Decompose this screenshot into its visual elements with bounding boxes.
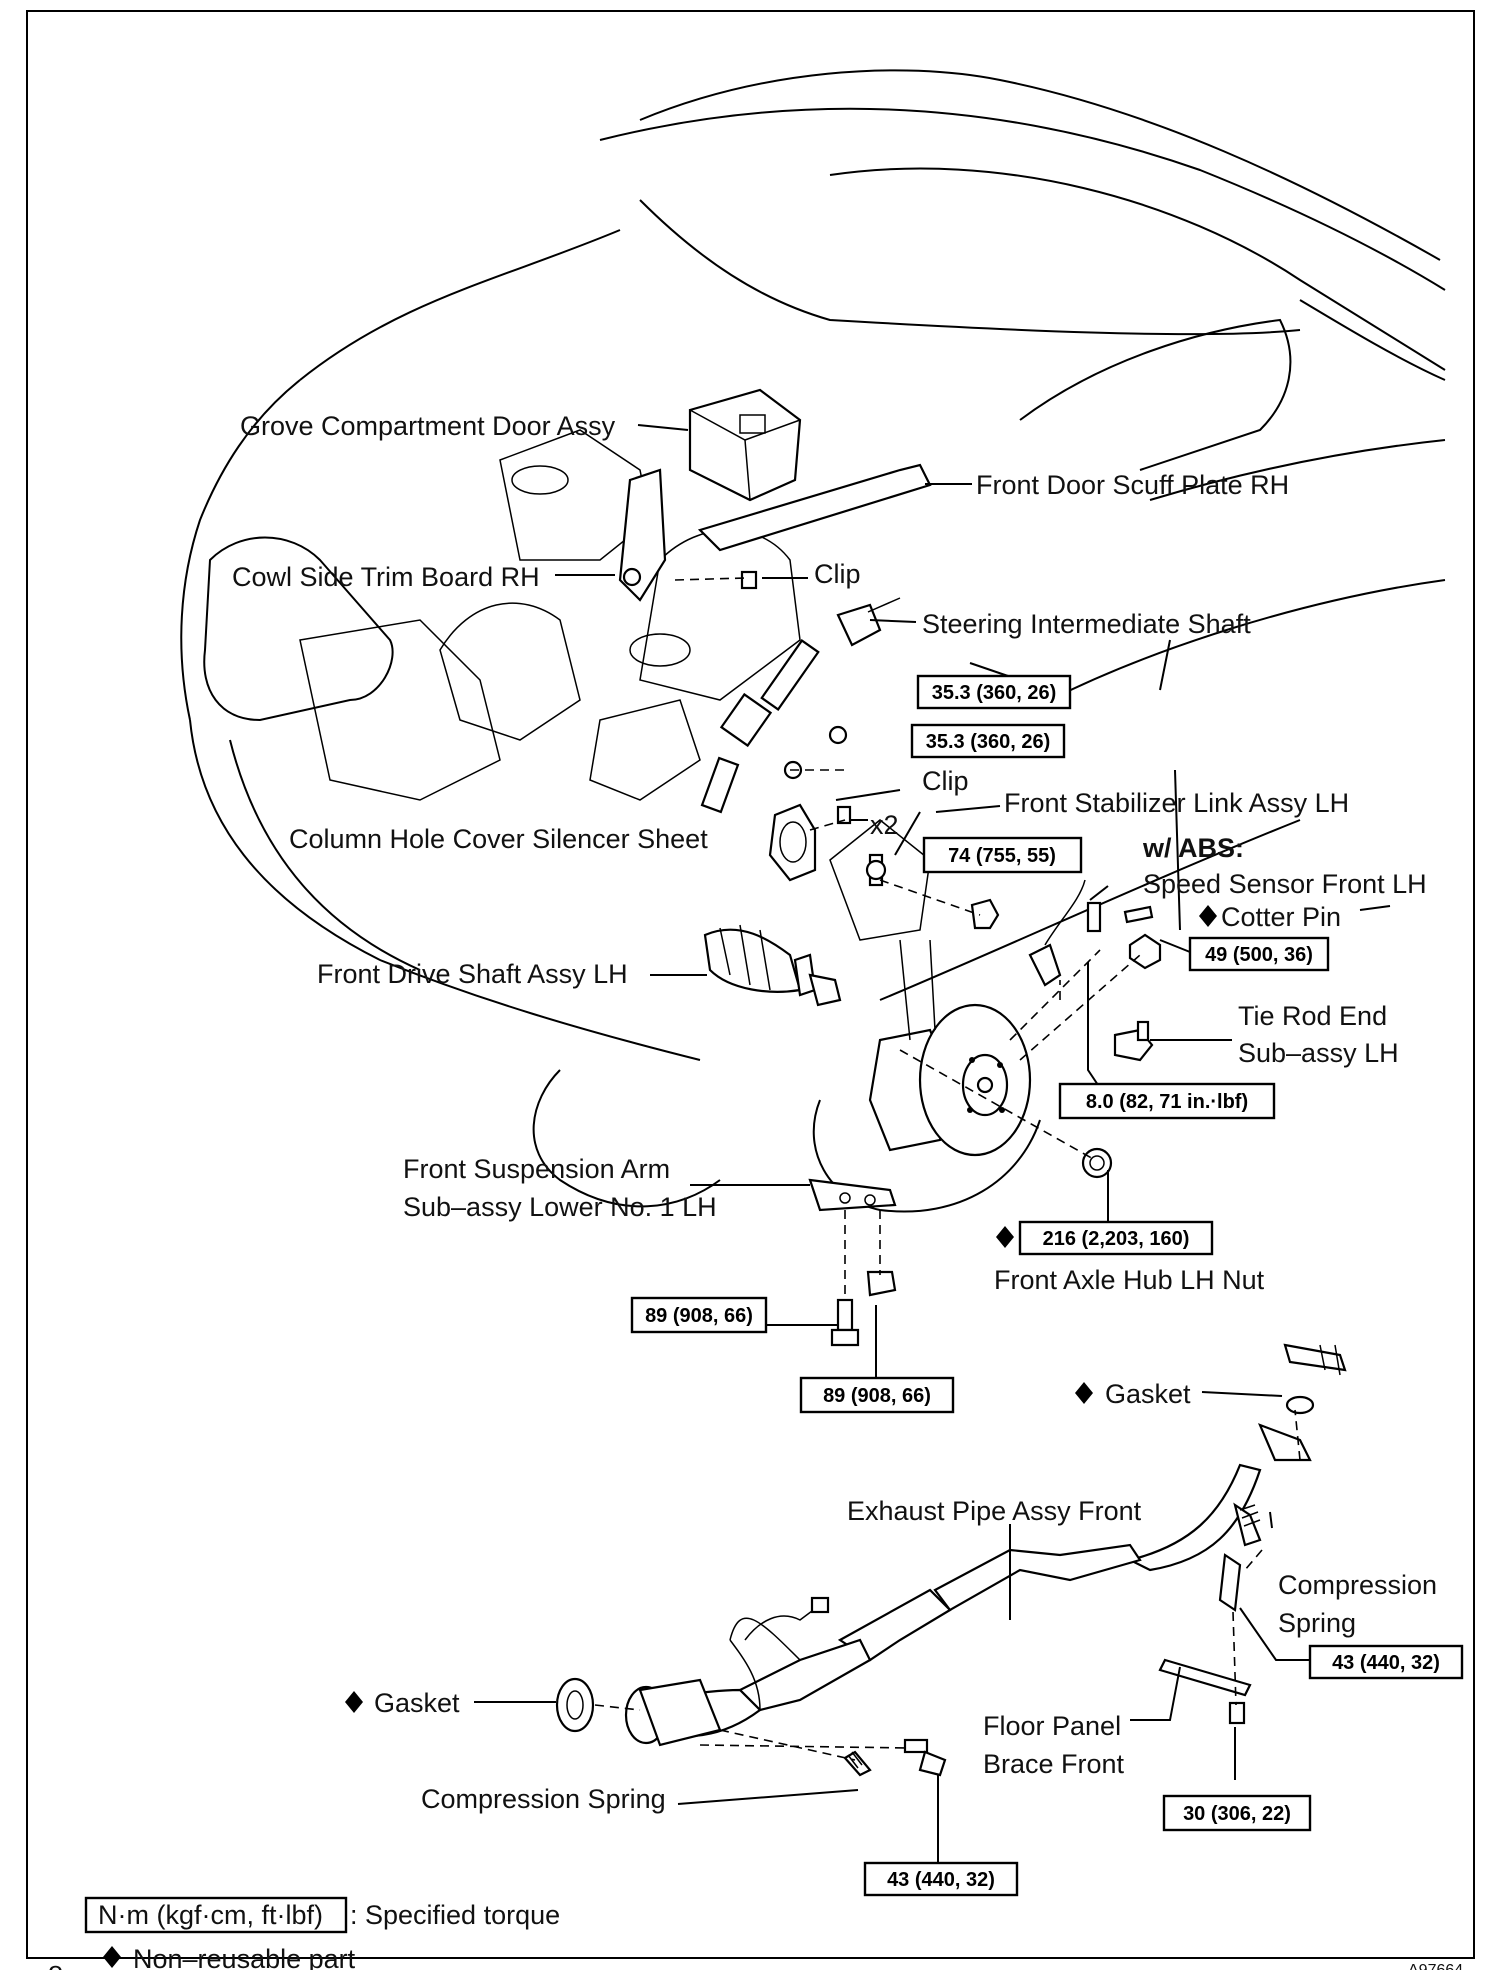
- torque-value: 49 (500, 36): [1205, 944, 1313, 966]
- torque-value: 30 (306, 22): [1183, 1803, 1291, 1825]
- label-front-door-scuff: Front Door Scuff Plate RH: [976, 470, 1289, 500]
- label-x2: x2: [870, 810, 899, 840]
- torque-box-axle-nut: 216 (2,203, 160): [1018, 1220, 1214, 1256]
- silencer-sheet-drawing: [768, 803, 852, 882]
- torque-value: 216 (2,203, 160): [1043, 1228, 1190, 1250]
- figure-id: A97664: [1408, 1962, 1463, 1970]
- label-grove-compartment: Grove Compartment Door Assy: [240, 411, 616, 441]
- label-compression-spring-l: Compression Spring: [421, 1784, 666, 1814]
- torque-value: 89 (908, 66): [823, 1385, 931, 1407]
- legend: N·m (kgf·cm, ft·lbf) : Specified torque …: [48, 1896, 1463, 1970]
- label-tie-rod-1: Tie Rod End: [1238, 1001, 1387, 1031]
- diamond-icon: [1075, 1382, 1093, 1404]
- diamond-icon: [996, 1226, 1014, 1248]
- label-floor-panel-1: Floor Panel: [983, 1711, 1121, 1741]
- label-compression-spring-r2: Spring: [1278, 1608, 1356, 1638]
- label-cotter-pin: Cotter Pin: [1221, 902, 1341, 932]
- diamond-icon: [1199, 905, 1217, 927]
- glove-compartment-drawing: [688, 388, 802, 502]
- nonreusable-markers: [345, 905, 1217, 1713]
- torque-box-exhaust-bottom: 43 (440, 32): [863, 1861, 1019, 1897]
- label-column-hole: Column Hole Cover Silencer Sheet: [289, 824, 708, 854]
- exhaust-pipe-drawing: [555, 1343, 1347, 1777]
- torque-box-arm-nut: 89 (908, 66): [799, 1376, 955, 1414]
- tie-rod-drawing: [1113, 1020, 1154, 1062]
- steering-shaft-drawing: [700, 597, 901, 814]
- suspension-arm-drawing: [808, 1178, 897, 1347]
- axle-nut-drawing: [1081, 1147, 1113, 1179]
- clip-drawing-top: [740, 570, 758, 590]
- torque-value: 43 (440, 32): [887, 1869, 995, 1891]
- scuff-plate-drawing: [697, 463, 932, 552]
- torque-box-stabilizer: 74 (755, 55): [922, 836, 1083, 874]
- torque-specs: 35.3 (360, 26) 35.3 (360, 26) 74 (755, 5…: [630, 674, 1464, 1897]
- label-gasket-left: Gasket: [374, 1688, 460, 1718]
- assembly-dashed-lines: [594, 577, 1301, 1761]
- torque-value: 89 (908, 66): [645, 1305, 753, 1327]
- label-compression-spring-r1: Compression: [1278, 1570, 1437, 1600]
- corner-mark: o: [48, 1956, 63, 1970]
- label-clip-mid: Clip: [922, 766, 969, 796]
- stabilizer-link-drawing: [865, 853, 1000, 930]
- drive-shaft-drawing: [703, 924, 842, 1007]
- legend-nonreusable: Non–reusable part: [133, 1944, 356, 1970]
- torque-value: 74 (755, 55): [948, 845, 1056, 867]
- torque-value: 35.3 (360, 26): [926, 731, 1051, 753]
- label-steering-shaft: Steering Intermediate Shaft: [922, 609, 1251, 639]
- label-speed-sensor: Speed Sensor Front LH: [1143, 869, 1427, 899]
- torque-value: 35.3 (360, 26): [932, 682, 1057, 704]
- speed-sensor-drawing: [1028, 879, 1102, 987]
- label-floor-panel-2: Brace Front: [983, 1749, 1125, 1779]
- torque-box-exhaust-right: 43 (440, 32): [1308, 1644, 1464, 1680]
- diagram-frame: [26, 10, 1475, 1959]
- part-labels: Grove Compartment Door Assy Front Door S…: [232, 411, 1437, 1814]
- cotter-pin-drawing: [1123, 905, 1162, 970]
- label-exhaust-pipe: Exhaust Pipe Assy Front: [847, 1496, 1142, 1526]
- legend-unit-box: N·m (kgf·cm, ft·lbf): [98, 1900, 323, 1930]
- diamond-icon: [345, 1691, 363, 1713]
- label-front-drive-shaft: Front Drive Shaft Assy LH: [317, 959, 628, 989]
- label-clip-top: Clip: [814, 559, 861, 589]
- label-front-susp-2: Sub–assy Lower No. 1 LH: [403, 1192, 717, 1222]
- label-gasket-top: Gasket: [1105, 1379, 1191, 1409]
- diamond-icon: [103, 1946, 121, 1968]
- torque-box-tie-rod-nut: 49 (500, 36): [1188, 936, 1330, 972]
- torque-box-sensor: 8.0 (82, 71 in.·lbf): [1058, 1082, 1276, 1120]
- label-front-stabilizer: Front Stabilizer Link Assy LH: [1004, 788, 1349, 818]
- label-front-axle-nut: Front Axle Hub LH Nut: [994, 1265, 1265, 1295]
- knuckle-disc-drawing: [868, 939, 1032, 1157]
- legend-unit-desc: : Specified torque: [350, 1900, 560, 1930]
- torque-value: 8.0 (82, 71 in.·lbf): [1086, 1091, 1248, 1113]
- label-cowl-side-trim: Cowl Side Trim Board RH: [232, 562, 540, 592]
- label-tie-rod-2: Sub–assy LH: [1238, 1038, 1399, 1068]
- torque-box-brace: 30 (306, 22): [1162, 1794, 1312, 1832]
- torque-box-shaft-upper: 35.3 (360, 26): [916, 674, 1072, 710]
- torque-box-arm-bolt: 89 (908, 66): [630, 1296, 768, 1334]
- leader-lines: [474, 424, 1391, 1863]
- cowl-trim-drawing: [618, 468, 667, 602]
- label-front-susp-1: Front Suspension Arm: [403, 1154, 670, 1184]
- label-w-abs: w/ ABS:: [1142, 833, 1244, 863]
- torque-box-shaft-lower: 35.3 (360, 26): [910, 723, 1066, 759]
- torque-value: 43 (440, 32): [1332, 1652, 1440, 1674]
